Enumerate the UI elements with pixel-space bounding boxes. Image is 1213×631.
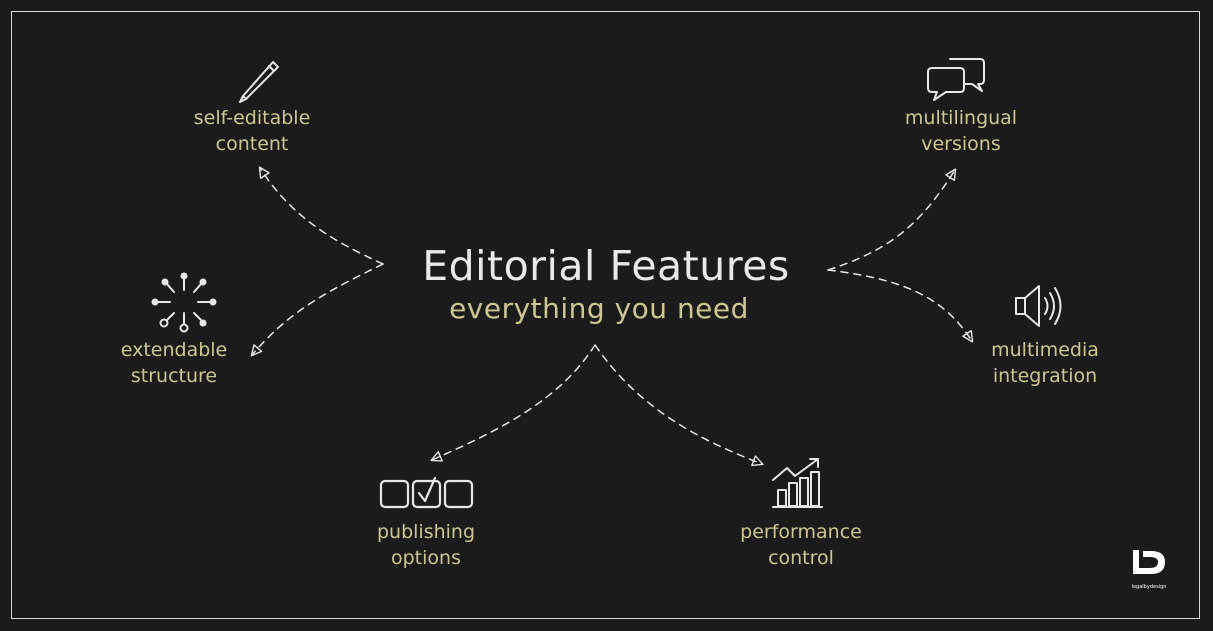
connector-extendable [250, 263, 384, 357]
diagram-subtitle: everything you need [449, 292, 749, 325]
connector-self-editable [258, 166, 384, 265]
brand-logo: legalbydesign [1121, 548, 1177, 590]
growth-chart-icon [772, 458, 823, 508]
logo-text: legalbydesign [1131, 584, 1167, 590]
diagram-frame [11, 11, 1200, 619]
logo-icon [1133, 550, 1165, 574]
connector-performance [594, 344, 764, 467]
diagram-title: Editorial Features [422, 242, 790, 290]
connector-publishing [430, 344, 596, 462]
pencil-icon [239, 61, 279, 103]
speaker-icon [1015, 285, 1062, 327]
nodes-icon [151, 272, 217, 333]
connector-multimedia [827, 269, 974, 343]
connector-multilingual [827, 168, 957, 271]
speech-bubbles-icon [927, 58, 985, 101]
checkbox-options-icon [379, 476, 474, 509]
